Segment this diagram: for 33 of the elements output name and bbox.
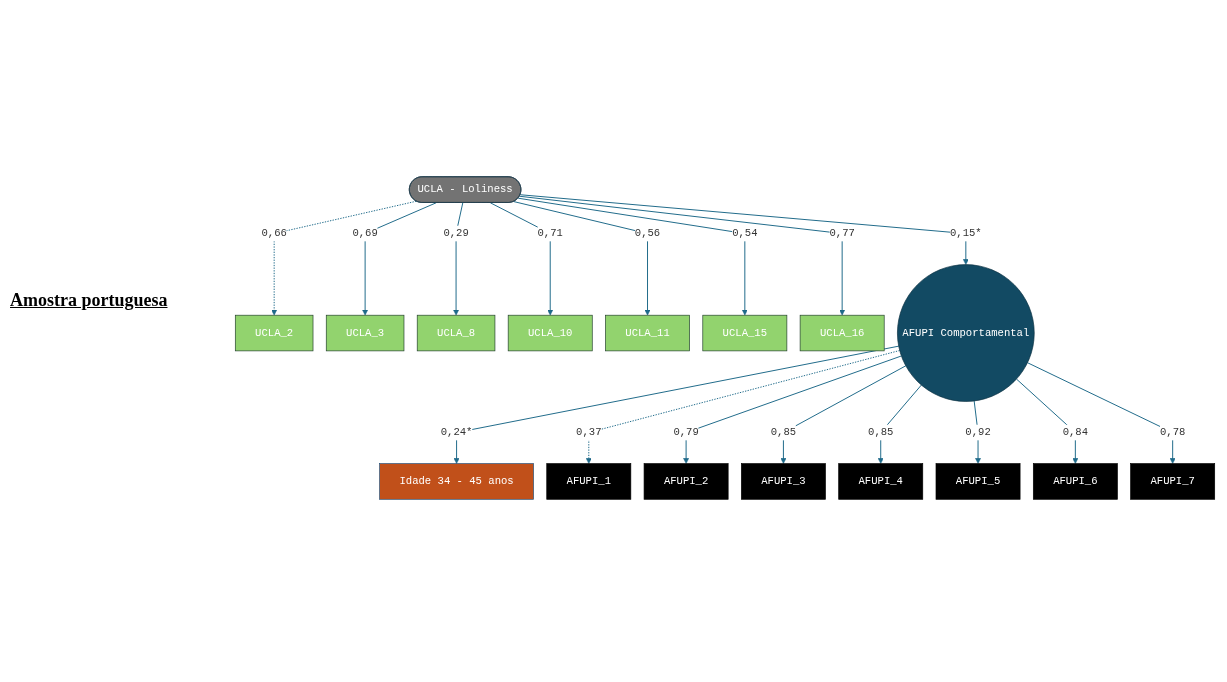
edge-label: 0,85 <box>868 426 894 439</box>
edge-label: 0,29 <box>443 227 469 240</box>
edge-label: 0,71 <box>537 227 563 240</box>
node-box: Idade 34 - 45 anos <box>379 463 534 500</box>
edge-label: 0,84 <box>1062 426 1089 439</box>
node-box: UCLA_16 <box>799 314 885 352</box>
node-box: UCLA_15 <box>702 314 788 352</box>
node-box: AFUPI_7 <box>1130 463 1216 500</box>
edge-label: 0,78 <box>1159 426 1186 439</box>
sample-label: Amostra portuguesa <box>10 290 168 311</box>
edge-label: 0,66 <box>261 227 287 240</box>
node-box: AFUPI_5 <box>935 463 1021 500</box>
edge-label: 0,69 <box>352 227 378 240</box>
node-box: AFUPI_2 <box>643 463 729 500</box>
edge-label: 0,79 <box>673 426 699 439</box>
edge-label: 0,54 <box>732 227 758 240</box>
edge-label: 0,15* <box>949 227 982 240</box>
edge-label: 0,37 <box>576 426 602 439</box>
edge-label: 0,92 <box>965 426 991 439</box>
node-box: AFUPI_4 <box>838 463 924 500</box>
node-box: UCLA_11 <box>605 314 690 352</box>
node-box: AFUPI_6 <box>1033 463 1118 500</box>
edge-label: 0,24* <box>440 426 473 439</box>
node-circle: AFUPI Comportamental <box>897 264 1035 402</box>
edge-label: 0,77 <box>829 227 855 240</box>
edge-label: 0,56 <box>634 227 661 240</box>
node-box: AFUPI_1 <box>546 463 632 500</box>
edge-label: 0,85 <box>770 426 797 439</box>
node-box: UCLA_8 <box>416 314 496 352</box>
node-box: UCLA_10 <box>507 314 593 352</box>
node-box: UCLA_3 <box>325 314 405 352</box>
node-box: UCLA_2 <box>234 314 314 352</box>
node-box: AFUPI_3 <box>741 463 826 500</box>
